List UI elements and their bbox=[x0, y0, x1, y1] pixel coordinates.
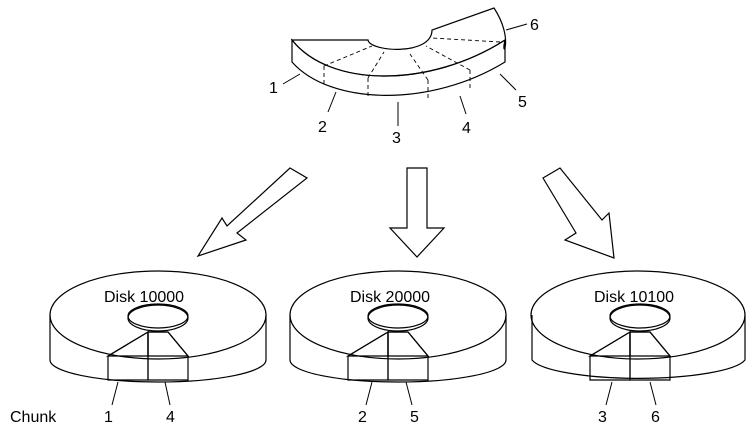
disk-2-chunk-b: 5 bbox=[410, 409, 419, 426]
disk-3-chunk-top-1 bbox=[587, 330, 631, 357]
disk-3-leader-b bbox=[649, 381, 657, 406]
disk-1-hub bbox=[127, 304, 189, 332]
disk-2-body bbox=[289, 315, 507, 383]
disk-2-chunk-top-2 bbox=[387, 331, 430, 357]
disk-1-chunk-top-1 bbox=[105, 330, 149, 357]
file-chunk-label-1: 1 bbox=[269, 80, 278, 97]
disk-2-platter bbox=[289, 270, 507, 360]
file-chunk-label-5: 5 bbox=[518, 94, 527, 111]
disk-1: Disk 10000 1 4 bbox=[49, 270, 267, 426]
file-arc-division-1 bbox=[323, 45, 373, 67]
file-arc-division-5 bbox=[431, 37, 501, 43]
leader-chunk-2 bbox=[327, 91, 337, 113]
disk-1-hub-inner bbox=[127, 303, 189, 329]
disk-1-chunk-b: 4 bbox=[166, 409, 175, 426]
disk-3-hub-inner bbox=[609, 303, 671, 329]
disk-3-label: Disk 10100 bbox=[594, 289, 674, 306]
arrow-to-disk-3 bbox=[542, 167, 615, 259]
leader-chunk-1 bbox=[282, 73, 301, 85]
disk-2-chunk-a: 2 bbox=[358, 409, 367, 426]
disk-3: Disk 10100 3 6 bbox=[530, 270, 746, 426]
file-chunk-label-6: 6 bbox=[530, 17, 539, 34]
arrow-to-disk-1 bbox=[196, 167, 309, 258]
leader-chunk-5 bbox=[499, 73, 517, 91]
disk-3-hub bbox=[609, 304, 671, 332]
chunk-row-label: Chunk bbox=[10, 409, 57, 426]
disk-3-chunk-b: 6 bbox=[651, 409, 660, 426]
disk-2-label: Disk 20000 bbox=[350, 289, 430, 306]
file-chunk-label-3: 3 bbox=[392, 130, 401, 147]
disk-3-leader-a bbox=[605, 381, 613, 406]
disk-1-chunk-top-2 bbox=[147, 331, 190, 357]
disk-2-hub-inner bbox=[367, 303, 429, 329]
file-arc-top bbox=[290, 7, 507, 77]
disk-2-leader-b bbox=[405, 381, 413, 406]
disk-3-chunk-top-2 bbox=[629, 331, 672, 357]
disk-1-leader-a bbox=[111, 381, 119, 406]
disk-3-platter bbox=[530, 270, 746, 360]
file-chunk-label-4: 4 bbox=[462, 120, 471, 137]
disk-3-chunk-a: 3 bbox=[598, 409, 607, 426]
file-arc: 1 2 3 4 5 6 bbox=[269, 7, 539, 147]
disk-2: Disk 20000 2 5 bbox=[289, 270, 507, 426]
disk-1-label: Disk 10000 bbox=[104, 289, 184, 306]
arrow-to-disk-2 bbox=[388, 167, 446, 258]
disk-1-chunk-a: 1 bbox=[104, 409, 113, 426]
disk-1-body bbox=[49, 315, 267, 383]
disk-2-chunk-top-1 bbox=[345, 330, 389, 357]
file-arc-division-4 bbox=[425, 45, 471, 71]
leader-chunk-4 bbox=[459, 95, 467, 115]
disk-1-leader-b bbox=[164, 381, 171, 406]
disk-3-body bbox=[531, 315, 746, 379]
file-arc-division-2 bbox=[367, 51, 385, 79]
file-arc-division-3 bbox=[409, 53, 429, 81]
disk-2-hub bbox=[367, 304, 429, 332]
disk-1-platter bbox=[49, 270, 267, 360]
disk-2-leader-a bbox=[365, 381, 373, 406]
leader-chunk-6 bbox=[505, 23, 528, 31]
file-chunk-label-2: 2 bbox=[318, 119, 327, 136]
